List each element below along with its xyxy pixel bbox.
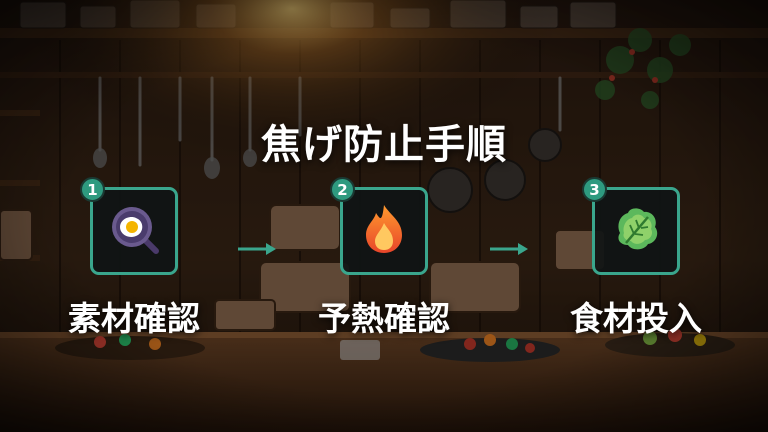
step-3-tile	[592, 187, 680, 275]
step-2-badge: 2	[330, 177, 355, 202]
step-2-tile	[340, 187, 428, 275]
step-3-badge: 3	[582, 177, 607, 202]
step-2-label: 予熱確認	[318, 299, 450, 338]
step-3-card: 3	[582, 177, 680, 275]
step-3-label: 食材投入	[570, 299, 702, 338]
frying-pan-egg-icon	[108, 203, 160, 259]
page-title: 焦げ防止手順	[261, 122, 507, 168]
step-1-label: 素材確認	[68, 299, 200, 338]
flame-icon	[360, 203, 408, 259]
step-1-tile	[90, 187, 178, 275]
step-1-badge: 1	[80, 177, 105, 202]
step-1-card: 1	[80, 177, 178, 275]
arrow-right-icon	[490, 241, 528, 255]
step-2-card: 2	[330, 177, 428, 275]
lettuce-leaf-icon	[610, 203, 662, 259]
arrow-right-icon	[238, 241, 276, 255]
